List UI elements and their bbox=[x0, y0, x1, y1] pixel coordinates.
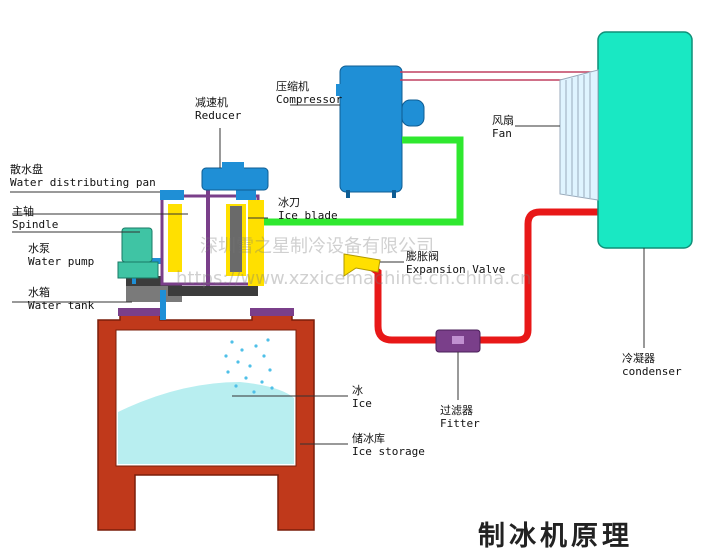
label-expansion-valve: 膨胀阀 Expansion Valve bbox=[406, 250, 506, 276]
compressor bbox=[336, 65, 425, 198]
ice-particles bbox=[224, 338, 274, 394]
leader-lines bbox=[10, 104, 645, 445]
label-water-distributing-pan: 散水盘 Water distributing pan bbox=[10, 163, 156, 189]
refrigerant-lines bbox=[264, 71, 600, 344]
diagram-title: 制冰机原理 bbox=[478, 521, 633, 552]
water-pump bbox=[117, 227, 159, 279]
label-water-tank: 水箱 Water tank bbox=[28, 286, 95, 312]
label-compressor: 压缩机 Compressor bbox=[276, 80, 343, 106]
label-condenser: 冷凝器 condenser bbox=[622, 352, 682, 378]
label-ice: 冰 Ice bbox=[352, 384, 372, 410]
label-ice-blade: 冰刀 Ice blade bbox=[278, 196, 338, 222]
filter bbox=[435, 329, 481, 353]
ice-blade bbox=[248, 200, 264, 286]
ice-pile bbox=[118, 382, 294, 464]
evaporator bbox=[160, 186, 264, 296]
label-ice-storage: 储冰库 Ice storage bbox=[352, 432, 425, 458]
label-fan: 风扇 Fan bbox=[492, 114, 514, 140]
fan bbox=[559, 69, 599, 201]
expansion-valve bbox=[343, 253, 381, 277]
condenser bbox=[597, 31, 693, 249]
label-water-pump: 水泵 Water pump bbox=[28, 242, 95, 268]
water-distributing-pan bbox=[160, 190, 184, 200]
ice-storage-bin bbox=[97, 308, 315, 531]
label-reducer: 减速机 Reducer bbox=[195, 96, 242, 122]
spindle bbox=[206, 186, 210, 286]
label-spindle: 主轴 Spindle bbox=[12, 205, 59, 231]
reducer bbox=[201, 162, 269, 191]
label-filter: 过滤器 Fitter bbox=[440, 404, 480, 430]
